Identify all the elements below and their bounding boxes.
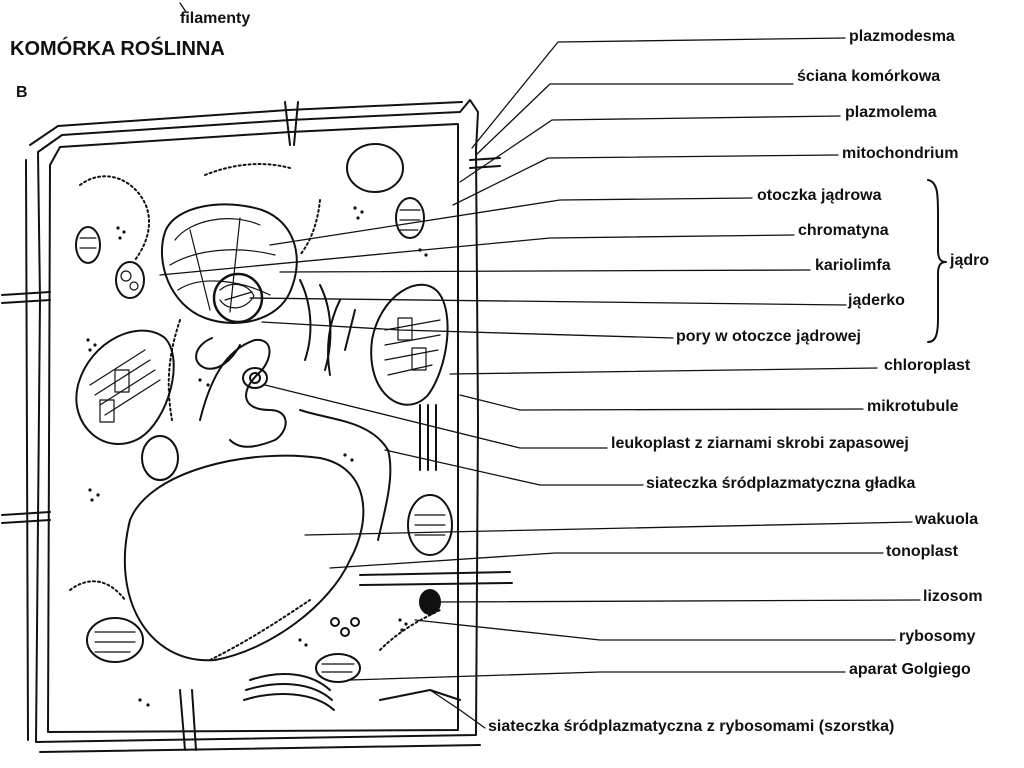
label-mikrotubule: mikrotubule bbox=[867, 398, 959, 415]
leader-lines bbox=[159, 2, 921, 729]
label-chromatyna: chromatyna bbox=[798, 222, 889, 239]
golgi-apparatus bbox=[243, 617, 360, 711]
page-title: KOMÓRKA ROŚLINNA bbox=[10, 38, 225, 60]
lower-right-organelles bbox=[359, 571, 513, 701]
label-plazmodesma: plazmodesma bbox=[849, 28, 955, 45]
label-chloroplast: chloroplast bbox=[884, 357, 971, 374]
label-pory: pory w otoczce jądrowej bbox=[676, 328, 861, 345]
label-er-szorstka: siateczka śródplazmatyczna z rybosomami … bbox=[488, 718, 895, 735]
jadro-brace bbox=[927, 179, 947, 343]
chloroplast-left bbox=[75, 329, 175, 445]
label-rybosomy: rybosomy bbox=[899, 628, 976, 645]
label-wakuola: wakuola bbox=[915, 511, 979, 528]
vacuole bbox=[123, 454, 365, 662]
label-plazmolema: plazmolema bbox=[845, 104, 937, 121]
label-tonoplast: tonoplast bbox=[886, 543, 958, 560]
label-aparat-golgiego: aparat Golgiego bbox=[849, 661, 971, 678]
plasmodesmata bbox=[1, 101, 501, 751]
label-mitochondrium: mitochondrium bbox=[842, 145, 959, 162]
label-leukoplast: leukoplast z ziarnami skrobi zapasowej bbox=[611, 435, 909, 452]
label-jaderko: jąderko bbox=[848, 292, 905, 309]
rough-er bbox=[69, 163, 441, 661]
chloroplast-right bbox=[370, 283, 449, 406]
label-kariolimfa: kariolimfa bbox=[815, 257, 891, 274]
label-sciana-komorkowa: ściana komórkowa bbox=[797, 68, 941, 85]
filamenty-label: filamenty bbox=[180, 10, 251, 27]
label-er-gladka: siateczka śródplazmatyczna gładka bbox=[646, 475, 916, 492]
mitochondria bbox=[75, 197, 453, 683]
panel-letter: B bbox=[16, 84, 28, 101]
label-otoczka-jadrowa: otoczka jądrowa bbox=[757, 187, 882, 204]
smooth-er bbox=[141, 143, 404, 541]
label-jadro: jądro bbox=[950, 252, 990, 269]
label-lizosom: lizosom bbox=[923, 588, 983, 605]
